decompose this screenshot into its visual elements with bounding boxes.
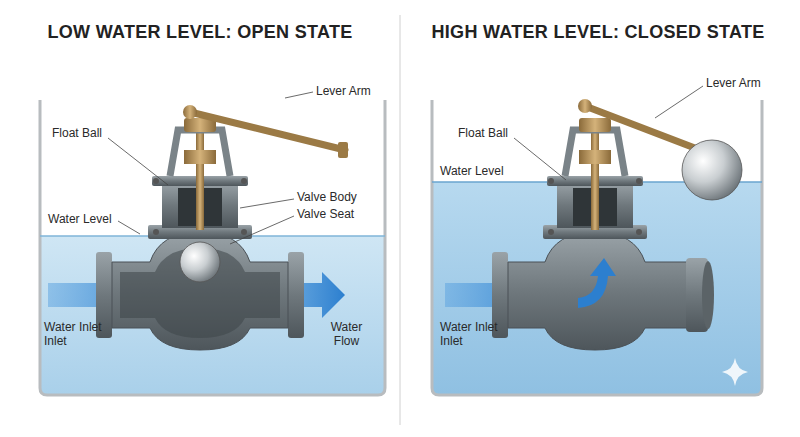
part-label: Water Level [48,212,112,226]
part-label: Lever Arm [316,84,371,98]
part-label: Float Ball [52,126,102,140]
part-label: Valve Body [297,190,357,204]
part-label: Valve Seat [297,207,354,221]
part-label: Lever Arm [706,76,761,90]
flow-label: Water Inlet Inlet [44,320,119,348]
part-label: Float Ball [458,126,508,140]
panel-title: HIGH WATER LEVEL: CLOSED STATE [432,22,765,43]
part-label: Water Level [440,164,504,178]
panel-title: LOW WATER LEVEL: OPEN STATE [47,22,352,43]
flow-label: Water Flow [324,320,369,348]
flow-label: Water Inlet Inlet [440,320,515,348]
